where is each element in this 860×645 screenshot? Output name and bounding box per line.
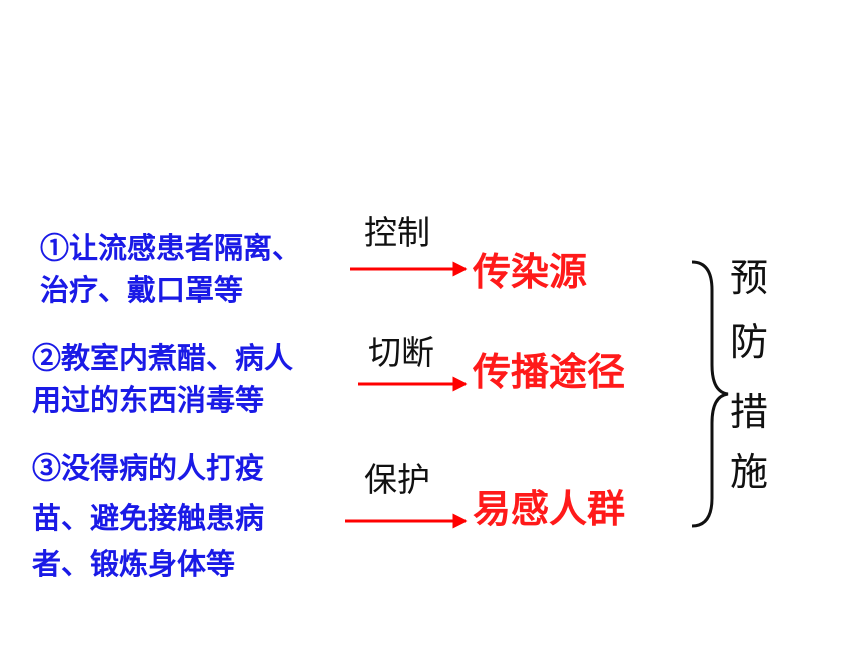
summary-char-1: 预	[730, 256, 769, 300]
measure-1-line-2: 治疗、戴口罩等	[40, 273, 244, 307]
measure-3-line-2: 苗、避免接触患病	[32, 501, 265, 535]
action-control: 控制	[364, 213, 430, 252]
summary-char-4: 施	[730, 450, 769, 494]
measure-3-line-3: 者、锻炼身体等	[32, 547, 236, 581]
target-transmission-route: 传播途径	[473, 349, 626, 394]
measure-2-line-1: ②教室内煮醋、病人	[32, 341, 294, 375]
summary-char-3: 措	[730, 390, 769, 434]
summary-char-2: 防	[730, 320, 769, 364]
action-cut-off: 切断	[368, 333, 434, 372]
right-brace	[691, 260, 729, 528]
measure-1-line-1: ①让流感患者隔离、	[40, 231, 302, 265]
target-infection-source: 传染源	[473, 249, 588, 294]
action-protect: 保护	[364, 460, 430, 499]
measure-2-line-2: 用过的东西消毒等	[32, 383, 265, 417]
measure-3-line-1: ③没得病的人打疫	[32, 451, 265, 485]
target-susceptible-population: 易感人群	[473, 486, 626, 531]
